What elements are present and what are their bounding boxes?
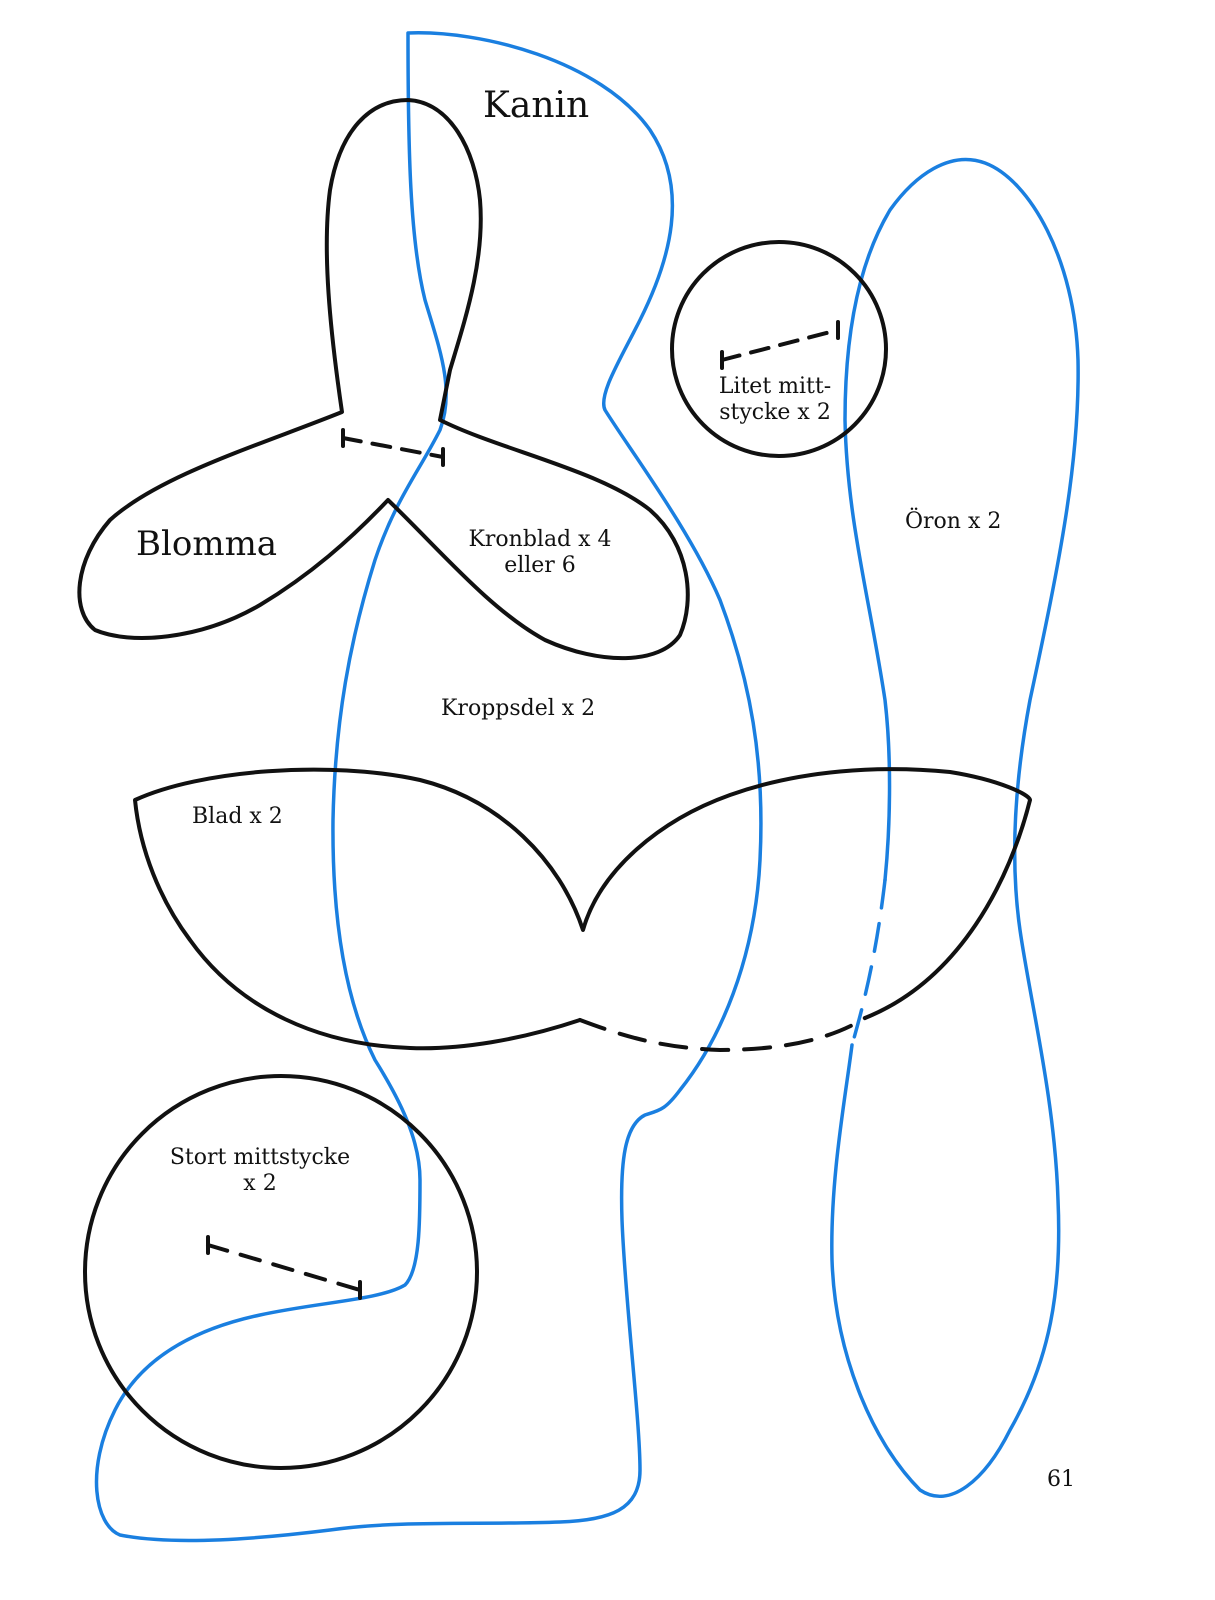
label-stort-line2: x 2 bbox=[243, 1171, 277, 1197]
label-stort-line1: Stort mittstycke bbox=[169, 1145, 351, 1170]
ear-outline bbox=[830, 157, 1080, 1498]
label-blomma: Blomma bbox=[136, 524, 278, 564]
large-circle-opening-marker bbox=[206, 1235, 362, 1300]
small-circle-opening-marker bbox=[720, 320, 840, 370]
label-stort-mittstycke: Stort mittstycke x 2 bbox=[160, 1145, 360, 1198]
label-blad: Blad x 2 bbox=[192, 804, 283, 829]
label-kronblad: Kronblad x 4 eller 6 bbox=[450, 527, 630, 580]
ear-dashed-fold bbox=[850, 878, 887, 1047]
leaf-outline bbox=[133, 767, 1032, 1051]
large-center-circle bbox=[83, 1074, 479, 1470]
label-litet-line2: stycke x 2 bbox=[719, 400, 831, 426]
label-litet-mittstycke: Litet mitt- stycke x 2 bbox=[700, 374, 850, 427]
label-kronblad-line2: eller 6 bbox=[504, 553, 576, 579]
label-kanin: Kanin bbox=[483, 85, 590, 126]
label-litet-line1: Litet mitt- bbox=[718, 374, 832, 399]
label-kroppsdel: Kroppsdel x 2 bbox=[441, 696, 596, 721]
rabbit-body-outline bbox=[94, 31, 763, 1543]
flower-petal-outline bbox=[77, 98, 690, 661]
small-center-circle bbox=[670, 240, 888, 458]
flower-opening-marker bbox=[341, 428, 445, 467]
label-oron: Öron x 2 bbox=[905, 509, 1002, 534]
leaf-dashed-fold bbox=[578, 1016, 867, 1052]
label-kronblad-line1: Kronblad x 4 bbox=[468, 527, 612, 552]
page-number: 61 bbox=[1047, 1467, 1075, 1492]
